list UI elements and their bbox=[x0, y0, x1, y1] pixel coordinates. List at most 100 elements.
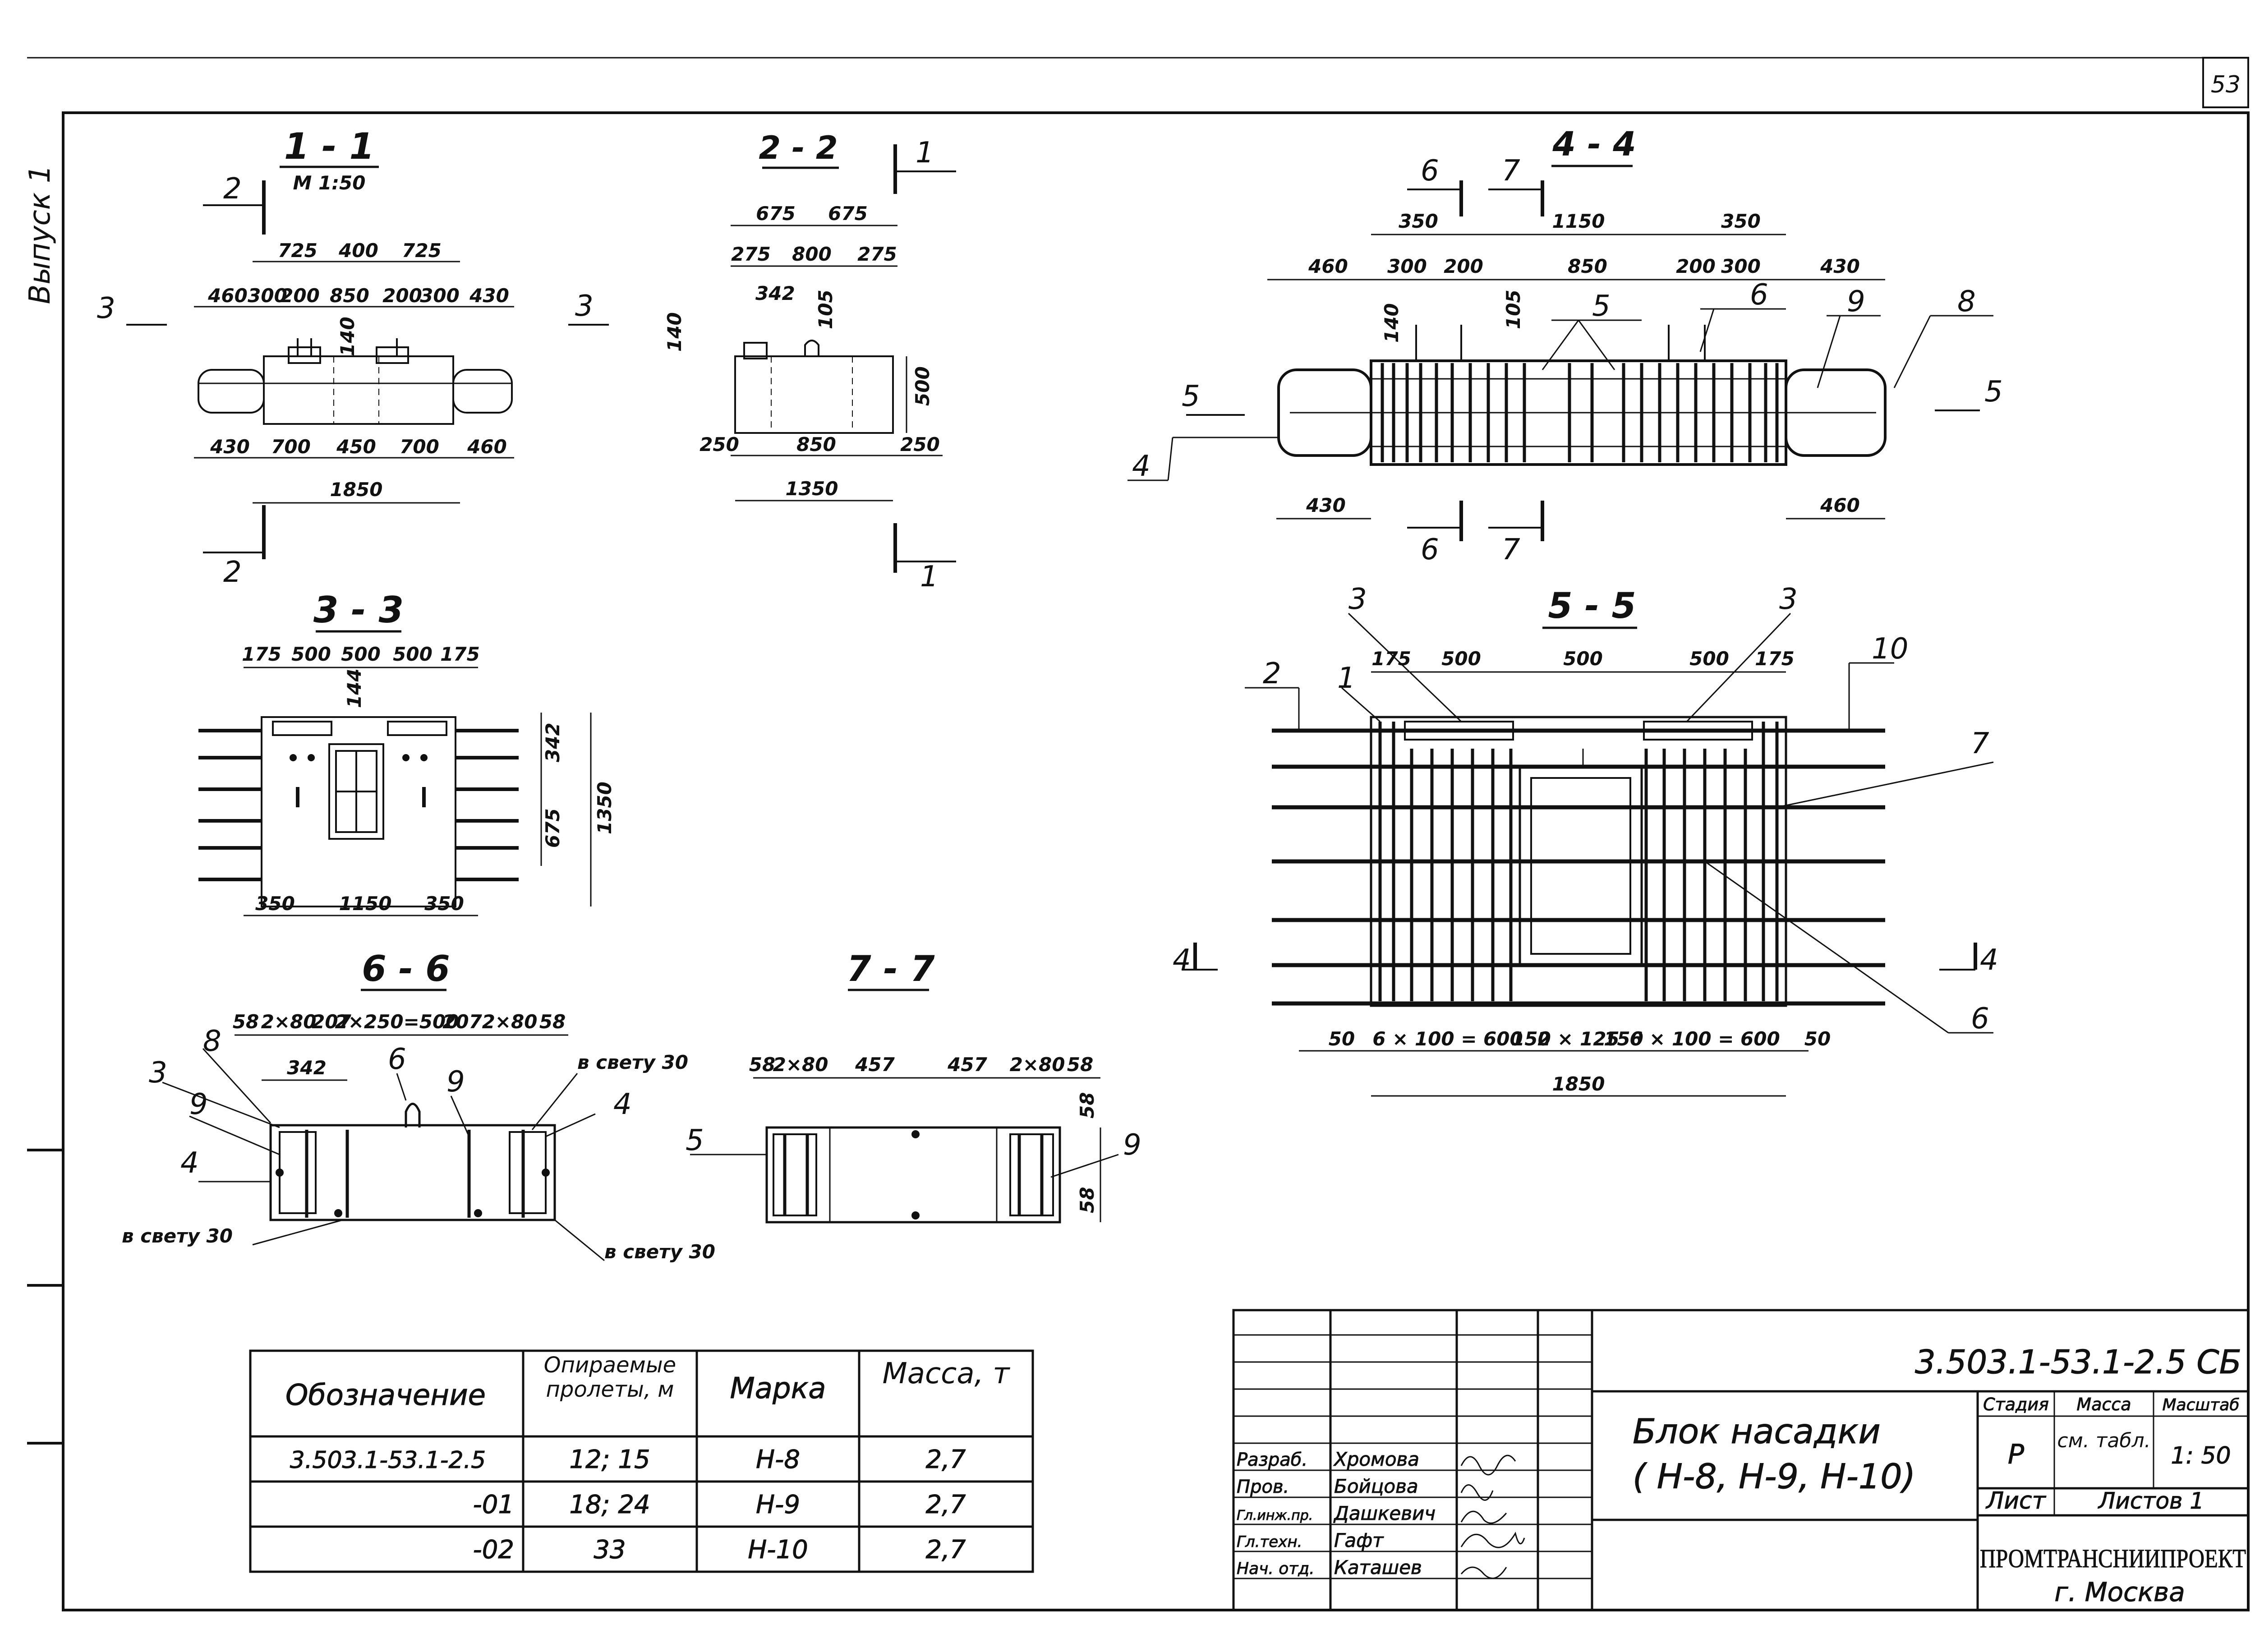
v11-top-chain-2: 460 300 200 850 200 300 430 bbox=[207, 285, 509, 307]
v33-dim-144: 144 bbox=[343, 668, 365, 708]
view-3-3-title: 3 - 3 bbox=[313, 589, 404, 631]
v22-dim-250b: 250 bbox=[900, 433, 940, 456]
spec-row-3-span: 33 bbox=[594, 1535, 626, 1565]
v33-dim-350b: 350 bbox=[424, 893, 464, 915]
svg-text:300: 300 bbox=[1387, 255, 1427, 277]
svg-text:430: 430 bbox=[469, 285, 509, 307]
svg-text:6 × 100 = 600: 6 × 100 = 600 bbox=[1629, 1028, 1780, 1050]
view-2-2-title: 2 - 2 bbox=[759, 129, 838, 166]
spec-row-3-mass: 2,7 bbox=[925, 1535, 966, 1565]
v11-dim-140: 140 bbox=[336, 317, 359, 356]
svg-text:500: 500 bbox=[1689, 648, 1729, 670]
v22-dim-850: 850 bbox=[796, 433, 836, 456]
svg-text:700: 700 bbox=[271, 436, 311, 458]
v11-dim-400: 400 bbox=[338, 239, 378, 262]
spec-row-1-mass: 2,7 bbox=[925, 1445, 966, 1474]
v77-dim-58a: 58 bbox=[1076, 1092, 1098, 1118]
v55-overall: 1850 bbox=[1552, 1073, 1605, 1095]
svg-text:200: 200 bbox=[1444, 255, 1483, 277]
spec-row-2-mark: Н-9 bbox=[756, 1490, 800, 1519]
name-2: Бойцова bbox=[1334, 1475, 1418, 1497]
role-1: Разраб. bbox=[1237, 1450, 1307, 1470]
v22-dim-250a: 250 bbox=[700, 433, 739, 456]
spec-row-1-mark: Н-8 bbox=[756, 1445, 800, 1474]
cut-3-right: 3 bbox=[575, 290, 594, 323]
svg-text:175: 175 bbox=[440, 643, 480, 665]
v22-dim-140: 140 bbox=[663, 312, 686, 352]
view-4-4-title: 4 - 4 bbox=[1552, 125, 1636, 164]
v11-dim-725a: 725 bbox=[278, 239, 318, 262]
view-7-7: 7 - 7 58 2×80 457 457 2×80 58 58 58 5 9 bbox=[686, 949, 1141, 1224]
spec-row-1-code: 3.503.1-53.1-2.5 bbox=[290, 1447, 486, 1474]
v55-callout-3a: 3 bbox=[1348, 583, 1367, 616]
svg-text:300: 300 bbox=[248, 285, 287, 307]
v77-dim-58b: 58 bbox=[1076, 1187, 1098, 1213]
svg-text:460: 460 bbox=[207, 285, 248, 307]
spec-row-3-mark: Н-10 bbox=[748, 1535, 808, 1565]
svg-text:150: 150 bbox=[1511, 1028, 1551, 1050]
v44-cut-7-top: 7 bbox=[1502, 154, 1520, 188]
name-3: Дашкевич bbox=[1333, 1502, 1436, 1524]
view-1-1-scale: М 1:50 bbox=[293, 172, 366, 194]
name-5: Каташев bbox=[1334, 1556, 1422, 1578]
svg-text:457: 457 bbox=[947, 1054, 987, 1076]
v22-dim-800: 800 bbox=[792, 243, 832, 265]
spec-row-2-span: 18; 24 bbox=[569, 1490, 650, 1519]
v22-dim-500: 500 bbox=[911, 366, 934, 406]
v44-cut-5-left: 5 bbox=[1182, 380, 1200, 413]
v55-horizontal-bars bbox=[1272, 728, 1885, 1006]
v55-cut-4-right: 4 bbox=[1980, 943, 1998, 977]
name-4: Гафт bbox=[1334, 1529, 1384, 1551]
mass-value: см. табл. bbox=[2057, 1430, 2151, 1452]
title-block bbox=[1232, 1309, 2250, 1611]
view-3-3: 3 - 3 175 500 500 500 175 144 bbox=[198, 589, 616, 916]
view-4-4: 4 - 4 6 7 6 7 5 5 bbox=[1128, 125, 2003, 566]
v66-note-3: в свету 30 bbox=[604, 1241, 715, 1263]
v44-callout-6: 6 bbox=[1750, 278, 1768, 312]
view-5-5: 5 - 5 175 500 bbox=[1173, 583, 1998, 1097]
svg-text:2 × 125: 2 × 125 bbox=[1537, 1028, 1619, 1050]
v44-cut-6-top: 6 bbox=[1421, 154, 1439, 188]
scale-header: Масштаб bbox=[2162, 1396, 2239, 1414]
view-6-6: 6 - 6 58 2×80 207 2×250=500 207 2×80 58 … bbox=[122, 949, 715, 1263]
svg-text:58: 58 bbox=[1067, 1054, 1093, 1076]
v44-dim-140: 140 bbox=[1381, 303, 1403, 343]
v22-dim-675a: 675 bbox=[756, 202, 796, 225]
v22-cut-1-top: 1 bbox=[916, 136, 934, 170]
document-code: 3.503.1-53.1-2.5 СБ bbox=[1915, 1343, 2241, 1381]
page-number: 53 bbox=[2211, 71, 2241, 98]
spec-header-mass-wrap: Масса, т bbox=[883, 1357, 1010, 1390]
role-4: Гл.техн. bbox=[1237, 1533, 1302, 1551]
v44-cut-6-bottom: 6 bbox=[1421, 533, 1439, 566]
view-2-2: 2 - 2 1 1 675 675 275 800 275 342 105 14… bbox=[663, 129, 956, 594]
spec-row-1-span: 12; 15 bbox=[569, 1445, 650, 1474]
v66-note-1: в свету 30 bbox=[577, 1051, 688, 1073]
v77-callout-9: 9 bbox=[1123, 1128, 1141, 1162]
v55-callout-10: 10 bbox=[1872, 632, 1908, 666]
svg-text:6 × 100 = 600: 6 × 100 = 600 bbox=[1372, 1028, 1523, 1050]
cut-3-left: 3 bbox=[97, 292, 115, 325]
svg-text:2×80: 2×80 bbox=[261, 1011, 317, 1033]
sheet-frame bbox=[27, 57, 2250, 1611]
svg-text:200: 200 bbox=[1676, 255, 1716, 277]
v55-vertical-bars bbox=[1378, 722, 1779, 1001]
svg-text:200: 200 bbox=[382, 285, 422, 307]
v33-dim-350a: 350 bbox=[255, 893, 295, 915]
v66-callout-4b: 4 bbox=[613, 1088, 632, 1121]
v66-top-chain: 58 2×80 207 2×250=500 207 2×80 58 bbox=[233, 1011, 566, 1033]
v66-callout-8: 8 bbox=[203, 1025, 221, 1058]
v33-dim-675: 675 bbox=[542, 808, 564, 848]
svg-text:850: 850 bbox=[1568, 255, 1607, 277]
svg-text:2×80: 2×80 bbox=[773, 1054, 828, 1076]
svg-text:175: 175 bbox=[1371, 648, 1411, 670]
spec-header-spans: Опираемые пролеты, м bbox=[543, 1353, 676, 1402]
v77-top-chain: 58 2×80 457 457 2×80 58 bbox=[749, 1054, 1093, 1076]
svg-text:58: 58 bbox=[539, 1011, 566, 1033]
v44-dim-460: 460 bbox=[1820, 494, 1860, 516]
drawing-name-2: ( Н-8, Н-9, Н-10) bbox=[1633, 1456, 1915, 1496]
v55-callout-6: 6 bbox=[1971, 1002, 1989, 1035]
role-5: Нач. отд. bbox=[1237, 1560, 1315, 1578]
sheet-label: Лист bbox=[1985, 1487, 2046, 1514]
v33-bars bbox=[198, 729, 519, 881]
v44-top-chain-2: 460 300 200 850 200 300 430 bbox=[1308, 255, 1860, 277]
